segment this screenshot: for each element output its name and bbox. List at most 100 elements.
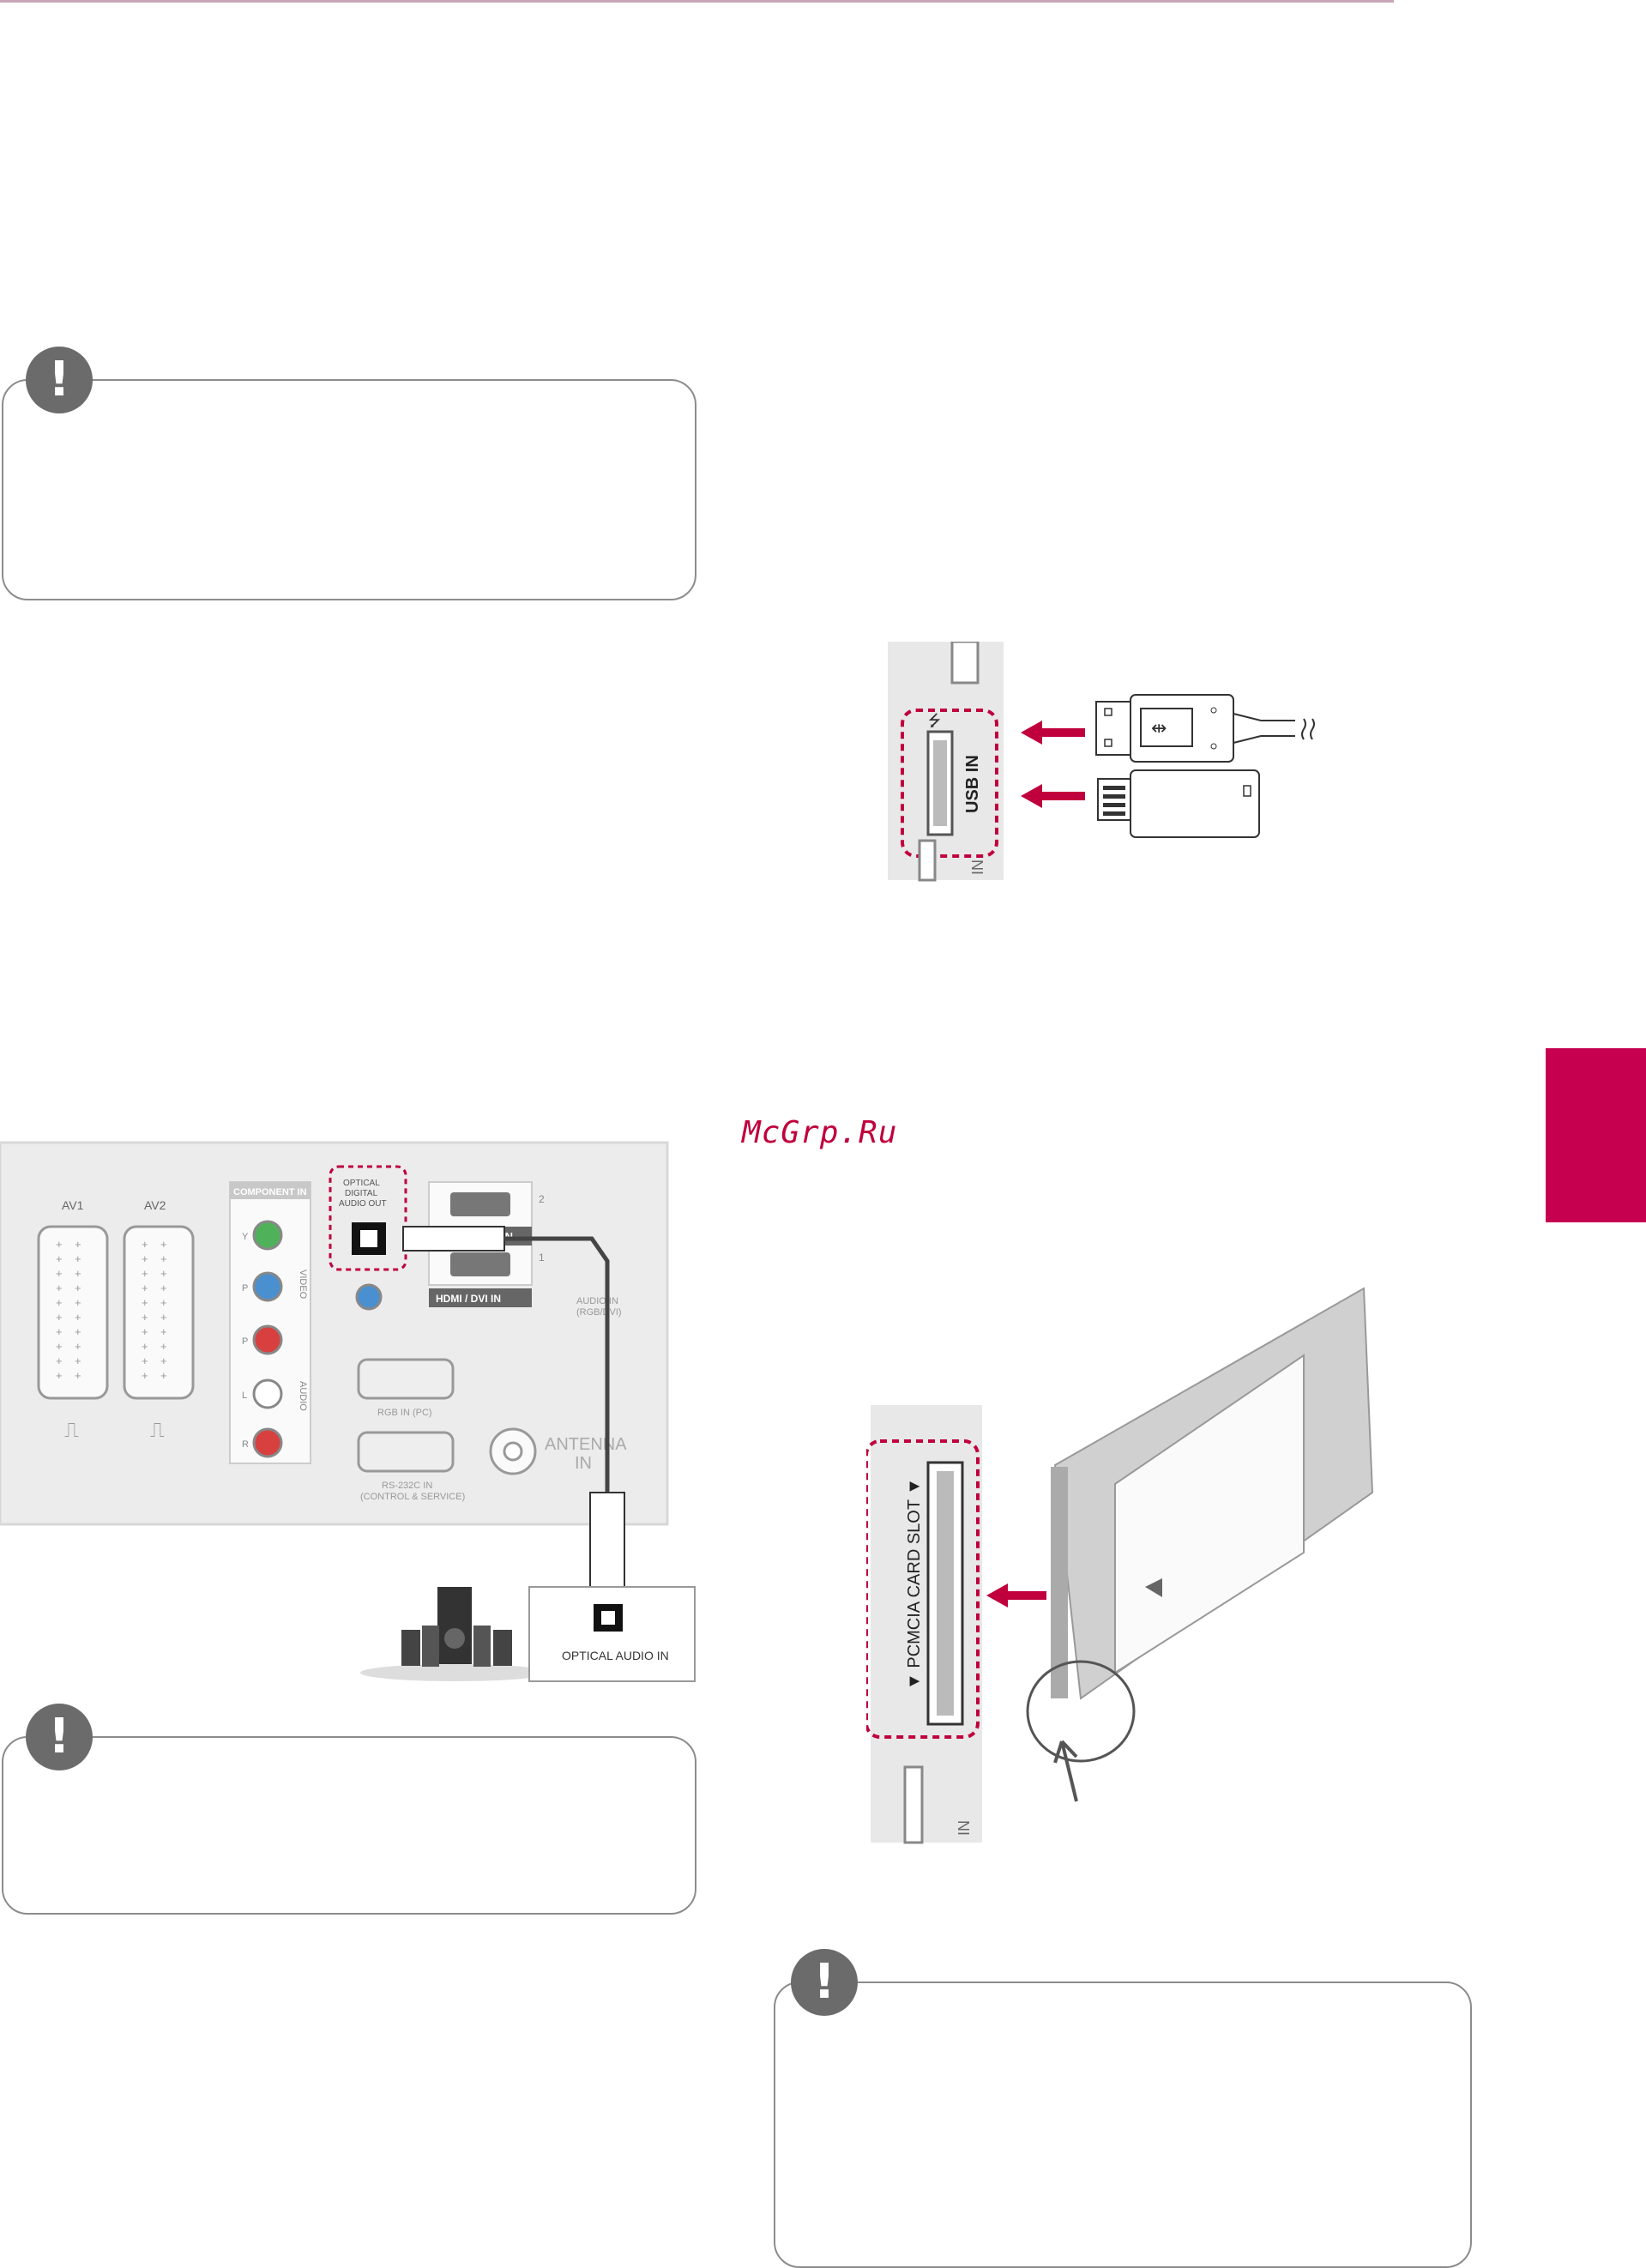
hdmi-port-partial (918, 839, 937, 882)
scart-pin: + (75, 1252, 81, 1265)
scart-symbol-icon: ⎍ (64, 1419, 79, 1442)
usb-plug-tip (1095, 701, 1131, 756)
scart-pin: + (75, 1354, 81, 1367)
audio-in-rgb-jack (355, 1283, 383, 1311)
plug-hole (1104, 739, 1112, 747)
hdmi-port-2 (450, 1192, 510, 1216)
comp-pb-label: P (242, 1283, 248, 1294)
scart-pin: + (75, 1238, 81, 1251)
scart-pin: + (142, 1325, 148, 1338)
usb-port-highlight (901, 709, 998, 858)
component-label: COMPONENT IN (233, 1187, 307, 1197)
component-block (229, 1181, 311, 1464)
scart-pin: + (160, 1340, 167, 1353)
top-rule (0, 0, 1394, 3)
section-tab (1546, 1048, 1646, 1222)
pointer-arrow-icon (1053, 1740, 1078, 1802)
pcmcia-slot-highlight (866, 1439, 980, 1739)
note-icon: ! (791, 1949, 858, 2016)
usb-cable-plug (1130, 694, 1234, 763)
scart-pin: + (75, 1340, 81, 1353)
scart-pin: + (56, 1340, 63, 1353)
antenna-in-core (503, 1441, 523, 1462)
hdmi-port-1 (450, 1252, 510, 1276)
tv-side-panel (871, 1405, 982, 1843)
watermark: McGrp.Ru (742, 1115, 898, 1150)
arrow-left-icon (986, 1583, 1046, 1608)
scart-pin: + (142, 1267, 148, 1280)
pcmcia-slot-inner (937, 1471, 954, 1716)
arrow-left-icon (1021, 784, 1085, 808)
usb-in-label: USB IN (963, 755, 982, 813)
note-box-2 (2, 1736, 696, 1915)
usb-stick-body (1130, 769, 1260, 838)
scart-pin: + (75, 1296, 81, 1309)
hdmi1-number: 1 (539, 1252, 545, 1264)
note-icon: ! (26, 347, 93, 413)
scart-pin: + (56, 1282, 63, 1294)
av2-label: AV2 (144, 1198, 166, 1212)
rs232-label-1: RS-232C IN (382, 1481, 432, 1491)
scart-pin: + (160, 1325, 167, 1338)
scart-pin: + (75, 1267, 81, 1280)
optical-connection-figure: AV1 AV2 ⎍ ⎍ COMPONENT IN Y P P L R VIDEO… (0, 1141, 696, 1682)
component-r-jack (252, 1427, 283, 1458)
scart-pin: + (142, 1238, 148, 1251)
optical-cable-plug (402, 1226, 505, 1252)
scart-pin: + (75, 1311, 81, 1324)
usb-partial-label: IN (956, 1820, 973, 1836)
usb-stick-contact (1103, 803, 1125, 807)
scart-pin: + (160, 1369, 167, 1382)
audio-in-label-2: (RGB/DVI) (576, 1307, 622, 1318)
rgb-label: RGB IN (PC) (377, 1408, 432, 1418)
comp-video-label: VIDEO (298, 1270, 308, 1300)
comp-r-label: R (242, 1439, 249, 1450)
scart-pin: + (142, 1354, 148, 1367)
scart-pin: + (142, 1282, 148, 1294)
usb-connection-figure: ⭍ USB IN IN ⇹ (888, 642, 1315, 882)
scart-pin: + (160, 1296, 167, 1309)
hdmi-dvi-label: HDMI / DVI IN (436, 1293, 501, 1305)
hdmi-partial-label: IN (969, 860, 986, 875)
arrow-left-icon (1021, 721, 1085, 745)
note-box-1 (2, 379, 696, 600)
rgb-in-port (357, 1358, 455, 1400)
comp-y-label: Y (242, 1232, 249, 1242)
scart-pin: + (142, 1311, 148, 1324)
scart-pin: + (56, 1296, 63, 1309)
scart-pin: + (160, 1238, 167, 1251)
zoom-circle (1026, 1660, 1136, 1763)
panel-slot (950, 642, 980, 685)
hdmi-dvi-label-bar (429, 1288, 532, 1307)
hdmi2-number: 2 (539, 1193, 545, 1205)
av1-label: AV1 (62, 1198, 84, 1212)
usb-symbol-icon: ⭍ (928, 712, 941, 729)
scart-pin: + (142, 1340, 148, 1353)
component-l-jack (252, 1378, 283, 1409)
plug-hole (1104, 708, 1112, 716)
optical-out-highlight (329, 1165, 407, 1271)
optical-out-label-2: DIGITAL (345, 1189, 378, 1198)
scart-pin: + (56, 1238, 63, 1251)
pcmcia-card-figure: ▼ PCMCIA CARD SLOT ▼ IN (866, 1287, 1374, 1844)
rs232-label-2: (CONTROL & SERVICE) (360, 1492, 465, 1502)
rs232c-port (357, 1431, 455, 1473)
optical-out-label-1: OPTICAL (343, 1179, 380, 1188)
optical-in-label: OPTICAL AUDIO IN (562, 1649, 669, 1662)
component-y-jack (252, 1220, 283, 1251)
optical-in-inner (601, 1611, 615, 1625)
plug-dot (1210, 743, 1217, 750)
optical-in-receiver (528, 1586, 696, 1682)
card-direction-icon (1145, 1578, 1162, 1597)
scart-pin: + (160, 1311, 167, 1324)
scart-pin: + (142, 1296, 148, 1309)
scart-pin: + (142, 1369, 148, 1382)
usb-port-partial (903, 1765, 924, 1844)
usb-logo-icon: ⇹ (1151, 717, 1167, 739)
optical-out-inner (360, 1230, 377, 1247)
scart-pin: + (75, 1282, 81, 1294)
speaker-system-icon (360, 1587, 549, 1681)
antenna-label-1: ANTENNA (545, 1435, 627, 1454)
scart-pin: + (75, 1325, 81, 1338)
scart-av2-port (123, 1225, 195, 1400)
